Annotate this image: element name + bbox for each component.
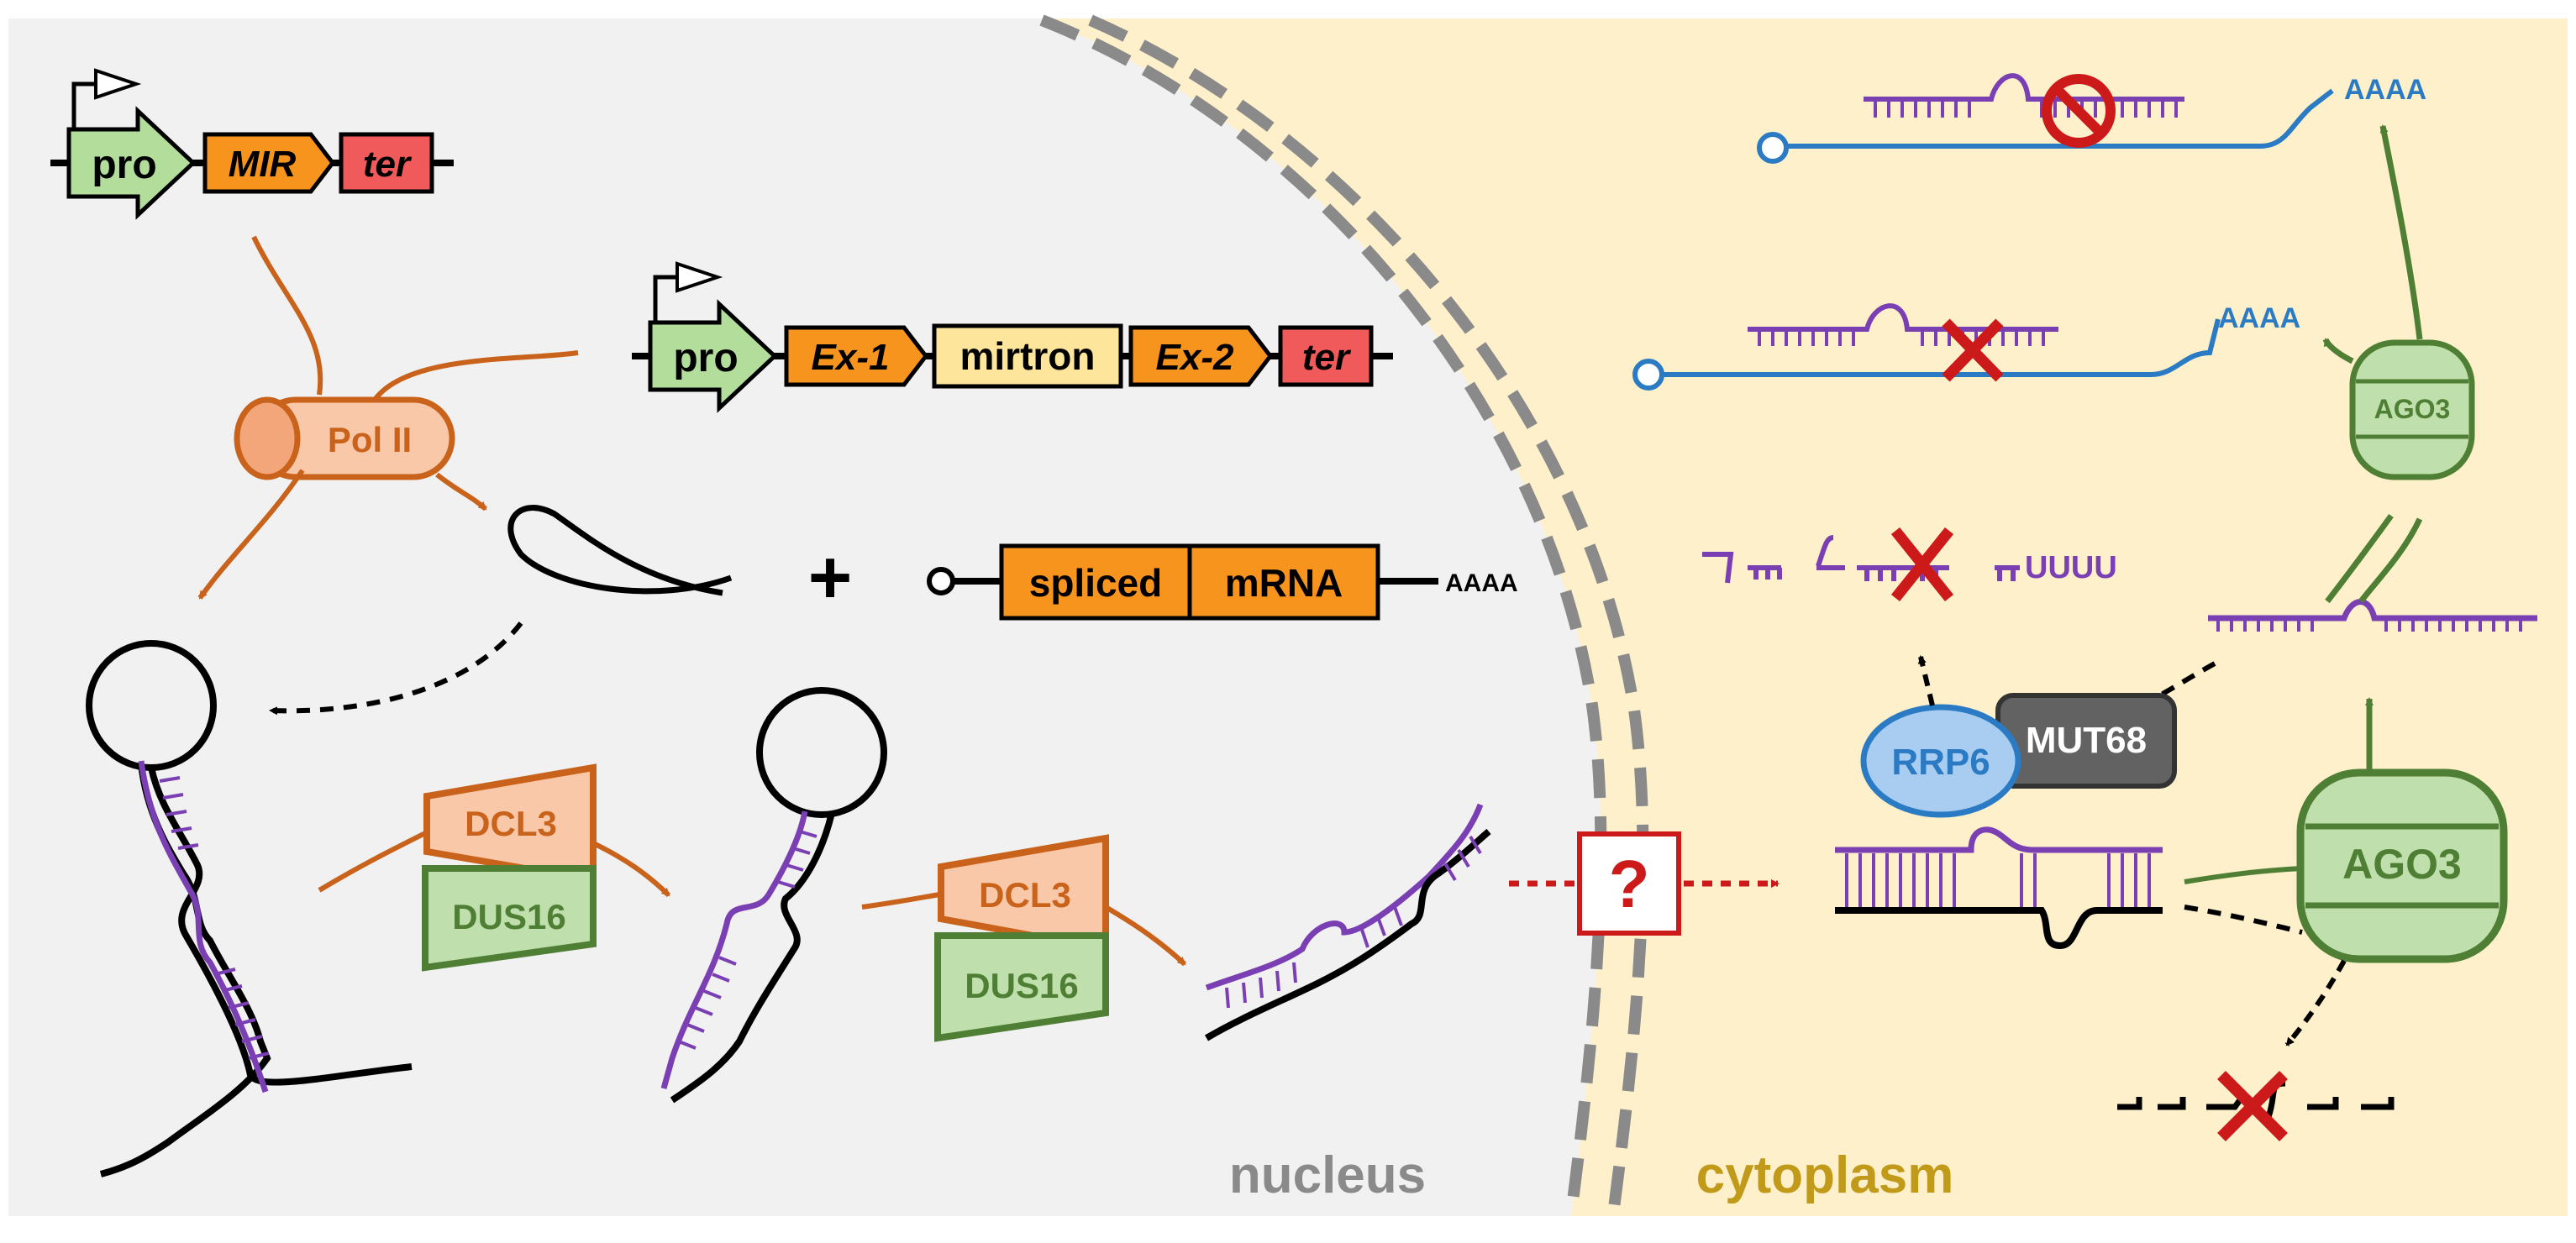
mut68-label: MUT68	[2026, 720, 2147, 761]
ago3-large	[2296, 768, 2508, 963]
mir-gene: pro MIR ter	[50, 68, 454, 220]
mirtron-intron	[932, 323, 1123, 389]
nuclear-export-step: ?	[1509, 831, 1780, 936]
ago3-small-label: AGO3	[2374, 394, 2451, 424]
mirtron-terminator	[1278, 325, 1374, 387]
nuclear-envelope-inner	[1088, 14, 1649, 1215]
mir-gene-body	[202, 132, 336, 194]
target-mrna-cleavage: AAAA	[1632, 302, 2300, 391]
exon-1	[784, 325, 929, 387]
target2-cap-icon	[1757, 132, 1789, 164]
mirtron-promoter-label: pro	[673, 336, 738, 380]
mrna-right-label: mRNA	[1225, 561, 1343, 605]
mirtron-gene: pro Ex-1 mirtron Ex-2 ter	[632, 261, 1393, 413]
mir-terminator	[339, 132, 434, 194]
pri-mirna-hairpin	[86, 640, 413, 1177]
mir-promoter	[66, 106, 197, 220]
mir-gene-label: MIR	[229, 144, 297, 185]
mrna-left-label: spliced	[1029, 561, 1163, 605]
dus16-enzyme-2	[934, 932, 1109, 1042]
mirtron-terminator-label: ter	[1302, 337, 1352, 378]
cytoplasm-label: cytoplasm	[1696, 1146, 1954, 1204]
dus16-label-1: DUS16	[452, 897, 565, 936]
exon-1-label: Ex-1	[812, 337, 890, 378]
unknown-exporter-label: ?	[1609, 847, 1650, 921]
ago3-small	[2349, 339, 2475, 480]
mirna-decay-x-icon	[1890, 527, 1954, 602]
nuclear-mirna-duplex	[1204, 803, 1491, 1041]
ago3-loading: AGO3	[2184, 697, 2508, 1046]
pol2-label: Pol II	[328, 420, 412, 459]
rrp6-label: RRP6	[1891, 742, 1990, 783]
degraded-passenger-strand	[2117, 1071, 2395, 1141]
target2-polya: AAAA	[2344, 74, 2426, 106]
mirtron-intron-label: mirtron	[960, 334, 1096, 378]
mature-mirna	[2208, 599, 2537, 632]
dus16-enzyme-1	[422, 865, 597, 972]
pri-mirna-guide-strand	[138, 760, 269, 1094]
rrp6-mut68-complex: MUT68 RRP6	[1860, 655, 2216, 818]
target-mrna-repression: AAAA	[1757, 73, 2426, 164]
mir-terminator-label: ter	[363, 144, 413, 185]
dus16-label-2: DUS16	[965, 966, 1078, 1005]
nucleus-label: nucleus	[1229, 1146, 1426, 1204]
exon-2-label: Ex-2	[1156, 337, 1234, 378]
degraded-uridylated-mirna	[1702, 535, 2020, 584]
passenger-cleavage-x-icon	[2217, 1071, 2288, 1141]
pol2-cylinder-cap	[234, 396, 301, 480]
translation-block-icon	[2042, 74, 2116, 148]
mirtron-promoter	[648, 299, 778, 413]
excised-intron-lariat	[507, 505, 733, 596]
dcl3-label-1: DCL3	[465, 804, 557, 843]
unknown-exporter-box	[1577, 831, 1681, 936]
exon-2	[1128, 325, 1274, 387]
mrna-polya-tail: AAAA	[1445, 569, 1518, 597]
nucleus-background	[8, 18, 1601, 1216]
pre-mirna-hairpin	[660, 687, 887, 1104]
cytoplasmic-mirna-duplex	[1835, 826, 2163, 950]
target1-polya: AAAA	[2218, 302, 2300, 334]
mir-promoter-label: pro	[92, 143, 156, 187]
dcl3-label-2: DCL3	[979, 875, 1071, 915]
rrp6-ellipse	[1860, 704, 2021, 818]
dicing-step-1: DCL3 DUS16	[318, 763, 671, 972]
mrna-exon-left	[999, 543, 1192, 621]
nuclear-envelope-outer	[1039, 14, 1607, 1215]
dicing-step-2: DCL3 DUS16	[861, 834, 1187, 1042]
pol2-complex: Pol II	[197, 235, 579, 600]
plus-sign: +	[808, 536, 853, 620]
transcription-start-arrow-icon	[71, 81, 99, 129]
mirtron-transcription-start-arrow-icon	[653, 275, 681, 323]
lariat-to-hairpin-arrow	[269, 622, 523, 716]
spliced-mrna: spliced mRNA AAAA	[927, 543, 1518, 621]
mrna-cleavage-x-icon	[1942, 318, 2004, 382]
ago3-risc: AGO3	[2322, 124, 2475, 604]
ago3-large-label: AGO3	[2342, 841, 2462, 888]
mrna-cap-icon	[927, 567, 955, 595]
uridylation-tail: UUUU	[2025, 550, 2117, 585]
target1-cap-icon	[1632, 359, 1664, 391]
